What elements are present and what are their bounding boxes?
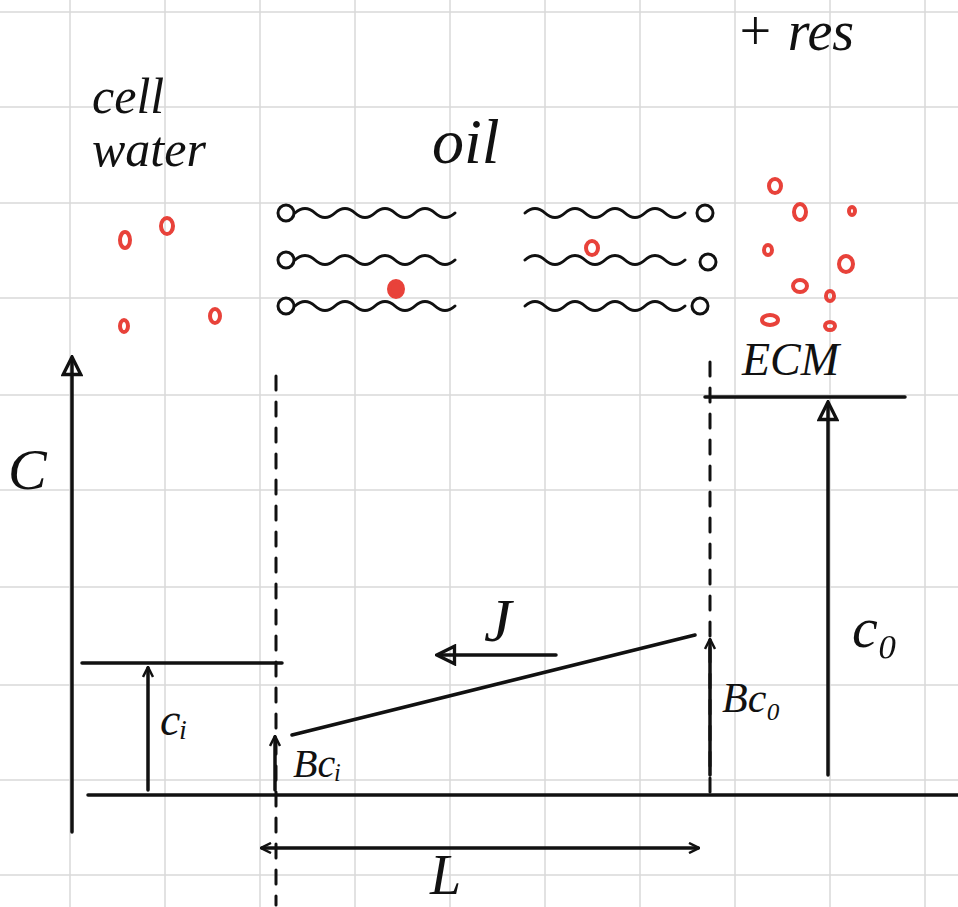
region-label: oil — [432, 108, 500, 175]
concentration-label: cᵢ — [160, 696, 188, 744]
region-label: + res — [736, 2, 854, 61]
region-label: cell water — [92, 70, 242, 175]
concentration-label: c₀ — [852, 598, 898, 659]
solute-molecules — [120, 179, 855, 332]
concentration-label: Bc₀ — [722, 676, 781, 720]
concentration-label: Bcᵢ — [293, 743, 342, 785]
dimension-label: L — [430, 846, 461, 905]
flux-label: J — [484, 588, 512, 653]
axis-label: C — [8, 440, 47, 501]
lipid-bilayer — [278, 205, 716, 314]
region-label: ECM — [742, 336, 839, 384]
concentration-plot — [72, 358, 958, 905]
